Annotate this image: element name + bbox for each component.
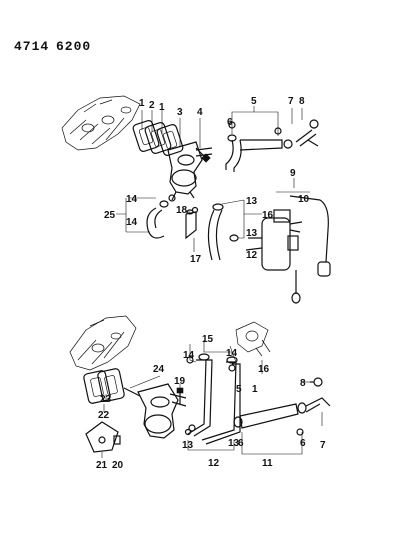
callout-13: 13 xyxy=(246,196,258,207)
top-callouts: 1 2 1 3 4 5 6 7 8 9 10 14 25 14 18 13 16… xyxy=(104,96,310,265)
callout-5: 5 xyxy=(236,384,242,395)
callout-4: 4 xyxy=(197,107,203,118)
callout-16: 16 xyxy=(258,364,270,375)
top-small-parts xyxy=(168,121,282,214)
callout-8: 8 xyxy=(300,378,306,389)
callout-19: 19 xyxy=(174,376,186,387)
callout-8: 8 xyxy=(299,96,305,107)
callout-1: 1 xyxy=(252,384,258,395)
callout-3: 3 xyxy=(177,107,183,118)
callout-10: 10 xyxy=(298,194,310,205)
callout-12: 12 xyxy=(208,458,220,469)
callout-1: 1 xyxy=(159,102,165,113)
diagram-code-left: 4714 xyxy=(14,39,49,54)
callout-14: 14 xyxy=(183,350,195,361)
callout-21: 21 xyxy=(96,460,108,471)
callout-5: 5 xyxy=(251,96,257,107)
top-engine-block xyxy=(61,95,141,151)
callout-15: 15 xyxy=(202,334,214,345)
callout-16: 16 xyxy=(262,210,274,221)
bottom-canister xyxy=(235,321,271,357)
callout-13: 13 xyxy=(246,228,258,239)
top-vapor-canister xyxy=(245,195,331,304)
callout-6: 6 xyxy=(227,117,233,128)
callout-11: 11 xyxy=(262,458,273,469)
callout-25: 25 xyxy=(104,210,116,221)
callout-14: 14 xyxy=(126,194,138,205)
callout-13: 13 xyxy=(228,438,240,449)
callout-6: 6 xyxy=(238,438,244,449)
callout-14: 14 xyxy=(226,348,238,359)
callout-23: 23 xyxy=(100,394,112,405)
bottom-pipes xyxy=(187,353,241,445)
callout-22: 22 xyxy=(98,410,110,421)
callout-20: 20 xyxy=(112,460,124,471)
callout-12: 12 xyxy=(246,250,258,261)
callout-9: 9 xyxy=(290,168,296,179)
bottom-fitting-7-8 xyxy=(305,377,331,413)
top-leaders xyxy=(116,106,310,252)
bottom-callouts: 14 15 14 24 23 22 19 16 8 6 11 6 7 13 13… xyxy=(96,334,326,471)
callout-14: 14 xyxy=(126,217,138,228)
bottom-engine-block xyxy=(69,315,137,371)
top-fitting-7-8 xyxy=(295,119,319,147)
callout-1: 1 xyxy=(139,98,145,109)
top-bolt-4 xyxy=(195,147,211,163)
diagram-code-right: 6200 xyxy=(56,39,91,54)
callout-13: 13 xyxy=(182,440,194,451)
top-gaskets xyxy=(132,120,184,156)
bottom-cover-plate xyxy=(85,421,121,453)
callout-24: 24 xyxy=(153,364,165,375)
callout-18: 18 xyxy=(176,205,188,216)
callout-7: 7 xyxy=(288,96,294,107)
callout-6: 6 xyxy=(300,438,306,449)
callout-17: 17 xyxy=(190,254,202,265)
top-hose-left xyxy=(146,200,169,239)
top-fuel-pump xyxy=(167,141,213,201)
bottom-small-parts xyxy=(184,356,304,436)
top-hose-center xyxy=(207,203,239,261)
bottom-gaskets xyxy=(83,368,125,404)
callout-7: 7 xyxy=(320,440,326,451)
callout-2: 2 xyxy=(149,100,155,111)
bottom-fuel-pump xyxy=(123,383,187,439)
bottom-hose-11 xyxy=(233,402,307,429)
top-clip-17 xyxy=(185,209,197,240)
top-hose-5 xyxy=(225,134,293,172)
bottom-leaders xyxy=(101,340,323,458)
